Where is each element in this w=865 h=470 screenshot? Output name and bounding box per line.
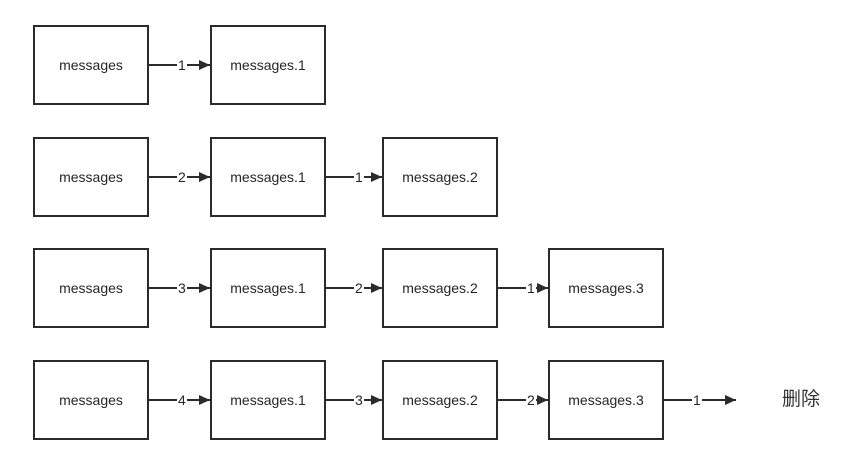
edge-arrow: 1 — [498, 279, 548, 297]
edge-arrow: 1 — [149, 56, 210, 74]
edge-label: 4 — [177, 391, 187, 409]
delete-label: 删除 — [782, 389, 821, 410]
edge-arrow: 1 — [326, 168, 382, 186]
node-box: messages.1 — [210, 360, 326, 440]
edge-label: 1 — [177, 56, 187, 74]
arrow-head-icon — [199, 60, 210, 70]
arrow-head-icon — [199, 172, 210, 182]
edge-arrow: 3 — [149, 279, 210, 297]
arrow-head-icon — [371, 395, 382, 405]
edge-label: 3 — [177, 279, 187, 297]
edge-label: 1 — [526, 279, 536, 297]
arrow-head-icon — [371, 172, 382, 182]
edge-arrow: 4 — [149, 391, 210, 409]
edge-arrow: 2 — [149, 168, 210, 186]
edge-line — [498, 287, 548, 289]
node-box: messages.2 — [382, 248, 498, 328]
arrow-head-icon — [199, 395, 210, 405]
edge-arrow: 3 — [326, 391, 382, 409]
node-box: messages — [33, 137, 149, 217]
edge-arrow: 2 — [326, 279, 382, 297]
node-box: messages.3 — [548, 248, 664, 328]
edge-label: 2 — [526, 391, 536, 409]
edge-arrow: 1 — [664, 391, 736, 409]
edge-label: 2 — [354, 279, 364, 297]
node-box: messages.1 — [210, 137, 326, 217]
node-box: messages.2 — [382, 137, 498, 217]
edge-label: 2 — [177, 168, 187, 186]
node-box: messages.1 — [210, 248, 326, 328]
edge-line — [498, 399, 548, 401]
node-box: messages — [33, 360, 149, 440]
edge-label: 1 — [354, 168, 364, 186]
node-box: messages — [33, 25, 149, 105]
edge-label: 1 — [692, 391, 702, 409]
node-box: messages — [33, 248, 149, 328]
node-box: messages.2 — [382, 360, 498, 440]
node-box: messages.1 — [210, 25, 326, 105]
edge-label: 3 — [354, 391, 364, 409]
node-box: messages.3 — [548, 360, 664, 440]
arrow-head-icon — [371, 283, 382, 293]
edge-arrow: 2 — [498, 391, 548, 409]
arrow-head-icon — [725, 395, 736, 405]
arrow-head-icon — [199, 283, 210, 293]
arrow-head-icon — [537, 395, 548, 405]
arrow-head-icon — [537, 283, 548, 293]
